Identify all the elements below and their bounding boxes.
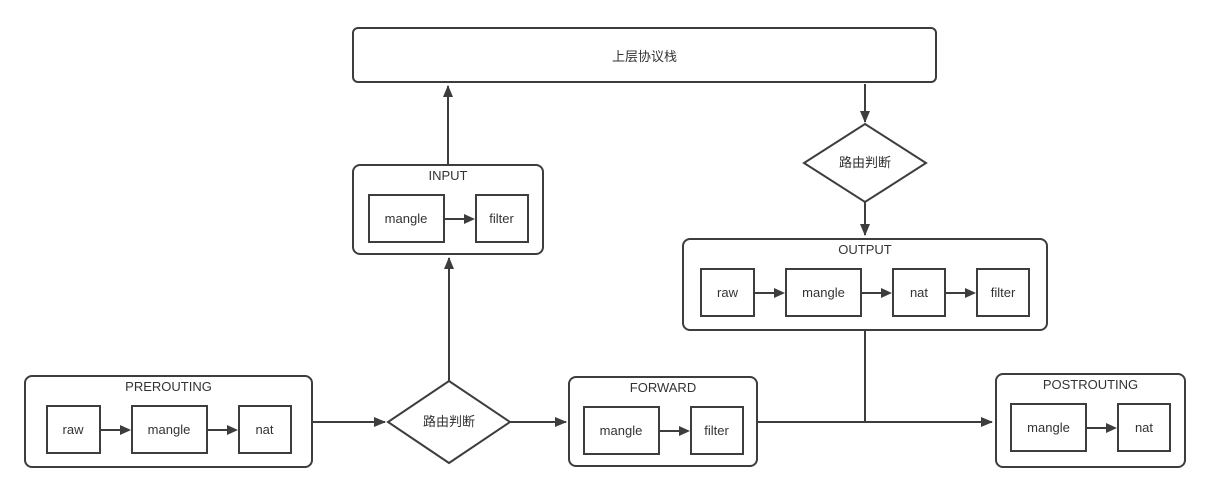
table-box-nat: nat: [1117, 403, 1171, 452]
chain-forward: FORWARD mangle filter: [568, 376, 758, 467]
table-box-filter: filter: [474, 194, 529, 243]
table-box-mangle: mangle: [367, 194, 445, 243]
arrow-right-icon: [755, 287, 785, 298]
table-box-nat: nat: [237, 405, 292, 454]
chain-title: POSTROUTING: [1042, 377, 1139, 392]
arrow-right-icon: [444, 213, 475, 224]
tables-row: mangle nat: [1010, 403, 1171, 452]
tables-row: raw mangle nat filter: [700, 268, 1030, 317]
table-box-mangle: mangle: [582, 406, 660, 455]
routing-decision-left-label: 路由判断: [422, 414, 475, 429]
arrow-right-icon: [659, 425, 690, 436]
arrow-right-icon: [207, 424, 238, 435]
protocol-stack-box: 上层协议栈: [352, 27, 937, 83]
arrow-right-icon: [946, 287, 976, 298]
arrow-right-icon: [1087, 422, 1117, 433]
table-box-mangle: mangle: [1010, 403, 1087, 452]
chain-title: INPUT: [428, 168, 468, 183]
table-box-mangle: mangle: [130, 405, 208, 454]
chain-title: PREROUTING: [125, 379, 212, 394]
protocol-stack-label: 上层协议栈: [611, 48, 677, 64]
arrow-right-icon: [100, 424, 131, 435]
chain-title: OUTPUT: [838, 242, 892, 257]
tables-row: mangle filter: [582, 406, 744, 455]
table-box-filter: filter: [689, 406, 744, 455]
table-box-raw: raw: [45, 405, 101, 454]
tables-row: mangle filter: [367, 194, 529, 243]
table-box-mangle: mangle: [785, 268, 862, 317]
table-box-raw: raw: [700, 268, 755, 317]
chain-input: INPUT mangle filter: [352, 164, 544, 255]
chain-output: OUTPUT raw mangle nat filter: [682, 238, 1048, 331]
chain-prerouting: PREROUTING raw mangle nat: [24, 375, 313, 468]
table-box-nat: nat: [892, 268, 946, 317]
table-box-filter: filter: [976, 268, 1030, 317]
chain-postrouting: POSTROUTING mangle nat: [995, 373, 1186, 468]
chain-title: FORWARD: [629, 380, 697, 395]
tables-row: raw mangle nat: [45, 405, 292, 454]
arrow-right-icon: [862, 287, 892, 298]
routing-decision-top-label: 路由判断: [838, 155, 891, 170]
